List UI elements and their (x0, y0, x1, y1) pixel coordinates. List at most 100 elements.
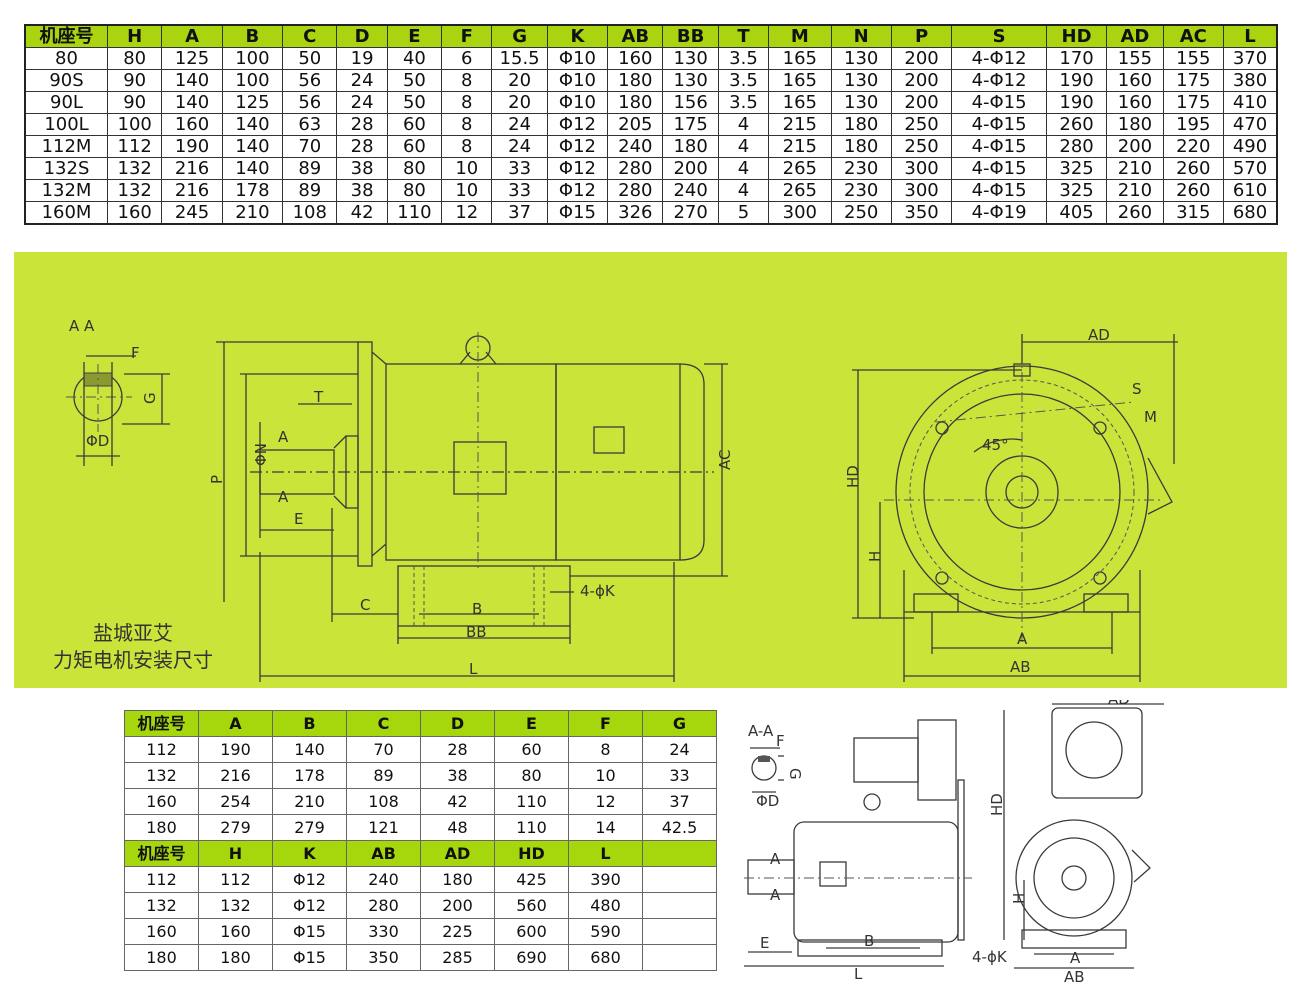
small-motor-side-view (744, 719, 972, 967)
table-cell: 130 (662, 47, 719, 70)
table-cell: 200 (890, 69, 953, 92)
table-cell: 410 (1222, 91, 1278, 114)
table-cell: 130 (830, 69, 892, 92)
table-cell: 220 (1162, 135, 1224, 158)
label-ad: AD (1088, 326, 1110, 344)
terminal-box (453, 441, 507, 495)
table-cell: 160 (607, 47, 664, 70)
small-motor-front-view (1003, 703, 1164, 969)
table-cell: 560 (494, 892, 569, 919)
small-label-k: 4-ϕK (972, 948, 1008, 966)
table-cell: 28 (336, 135, 388, 158)
table-cell: 160 (1106, 91, 1164, 114)
label-m: M (1144, 408, 1157, 426)
column-header: F (568, 710, 643, 737)
column-header: C (282, 24, 338, 48)
table-cell: 480 (568, 892, 643, 919)
table-cell: 42.5 (642, 814, 717, 841)
column-header: T (717, 24, 770, 48)
label-f: F (131, 344, 140, 362)
table-cell (642, 944, 717, 971)
table-cell: 200 (890, 47, 953, 70)
table-cell: 279 (272, 814, 347, 841)
table-cell: 570 (1222, 157, 1278, 180)
table-cell: 380 (1222, 69, 1278, 92)
table-cell: 4-Φ19 (951, 201, 1047, 225)
caption-line-1: 盐城亚艾 (93, 621, 173, 645)
small-label-b: B (864, 932, 874, 950)
table-cell: 33 (491, 157, 548, 180)
table-cell: 180 (830, 113, 892, 136)
table-cell: 190 (198, 736, 273, 763)
table-cell: 4-Φ15 (951, 179, 1047, 202)
table-cell: 60 (386, 135, 443, 158)
table-cell: 230 (830, 157, 892, 180)
table-cell: 265 (768, 179, 832, 202)
table-cell: Φ12 (546, 179, 609, 202)
label-c: C (360, 596, 370, 614)
table-cell: 326 (607, 201, 664, 225)
table-cell: 10 (441, 157, 493, 180)
table-cell: 240 (662, 179, 719, 202)
table-cell: 108 (346, 788, 421, 815)
small-label-ab: AB (1064, 968, 1085, 986)
label-angle: 45° (982, 436, 1009, 454)
table-cell: 10 (441, 179, 493, 202)
table-cell: 125 (161, 47, 223, 70)
table-cell: 24 (336, 69, 388, 92)
table-cell: 260 (1162, 157, 1224, 180)
table-cell: 4-Φ15 (951, 91, 1047, 114)
table-cell: 24 (491, 113, 548, 136)
table-cell: 470 (1222, 113, 1278, 136)
table-cell: 180 (830, 135, 892, 158)
column-header: B (221, 24, 284, 48)
table-cell: 8 (441, 69, 493, 92)
table-cell: 70 (346, 736, 421, 763)
table-cell: 132 (198, 892, 273, 919)
label-g: G (141, 392, 159, 404)
table-cell: 10 (568, 762, 643, 789)
table-cell: 100 (107, 113, 163, 136)
table-cell: 90S (24, 69, 109, 92)
small-label-e: E (760, 934, 769, 952)
table-cell: 180 (662, 135, 719, 158)
column-header: AB (346, 840, 421, 867)
small-brake-front (1051, 707, 1143, 799)
label-ab: AB (1010, 658, 1031, 676)
table-cell: 28 (420, 736, 495, 763)
table-cell: 12 (568, 788, 643, 815)
table-cell: 80 (107, 47, 163, 70)
column-header: K (546, 24, 609, 48)
table-cell: 12 (441, 201, 493, 225)
table-cell: 175 (1162, 91, 1224, 114)
label-a-upper: A (278, 428, 289, 446)
label-aa: A A (69, 317, 95, 335)
table-cell: 330 (346, 918, 421, 945)
table-cell: 315 (1162, 201, 1224, 225)
table-cell: 19 (336, 47, 388, 70)
motor-drawing-small: A-A F G ΦD A A E B L AD HD H 4-ϕK A AB (744, 700, 1164, 986)
drawing-caption: 盐城亚艾 力矩电机安装尺寸 (38, 620, 228, 674)
table-cell: 100 (221, 69, 284, 92)
table-cell: 24 (642, 736, 717, 763)
table-cell: 28 (336, 113, 388, 136)
table-cell: 132 (124, 762, 199, 789)
table-cell: 4-Φ15 (951, 113, 1047, 136)
table-cell: 245 (161, 201, 223, 225)
table-cell: 50 (386, 69, 443, 92)
table-cell: 50 (282, 47, 338, 70)
table-cell: 63 (282, 113, 338, 136)
nameplate-box (593, 426, 625, 454)
table-cell: 38 (420, 762, 495, 789)
label-l: L (469, 660, 478, 678)
table-cell: 205 (607, 113, 664, 136)
table-cell: 265 (768, 157, 832, 180)
table-cell: 200 (662, 157, 719, 180)
